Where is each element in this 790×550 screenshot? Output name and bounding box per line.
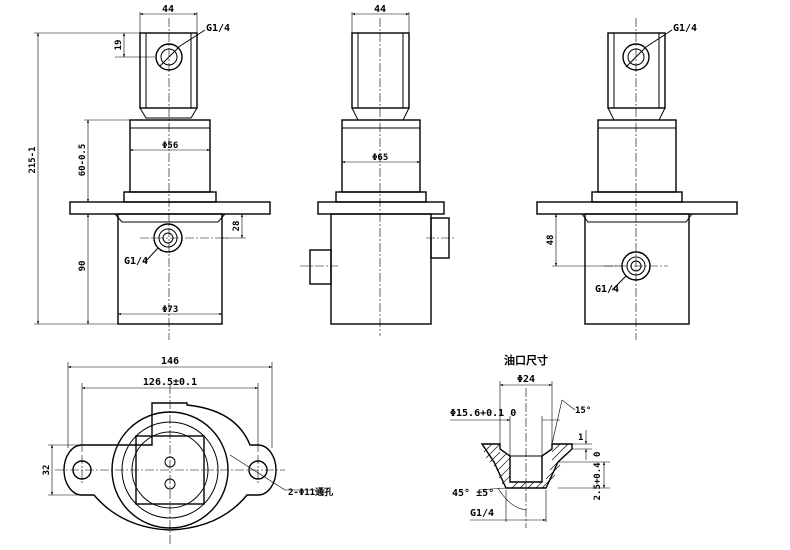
right-base <box>584 213 690 325</box>
right-clevis <box>607 32 666 109</box>
side-base <box>330 213 432 325</box>
side-dim-top-width: 44 <box>374 4 386 15</box>
top-note-holes: 2-Φ11通孔 <box>288 486 333 498</box>
right-thread-top-port: G1/4 <box>673 23 697 34</box>
top-dim-hole-pitch: 126.5±0.1 <box>143 377 197 388</box>
detail-dim-outer-dia: Φ24 <box>517 374 535 385</box>
right-thread-side-port: G1/4 <box>595 284 619 295</box>
front-thread-port: G1/4 <box>206 23 230 34</box>
right-dim-port-height: 48 <box>546 235 556 246</box>
side-view: 44 Φ65 <box>300 4 456 336</box>
front-dim-total-height: 215-1 <box>28 146 38 173</box>
front-dim-base-dia: Φ73 <box>162 305 178 315</box>
top-flange-outline <box>63 402 277 531</box>
detail-dim-inner-dia: Φ15.6+0.1 0 <box>450 408 516 419</box>
side-flange <box>317 201 445 215</box>
detail-title: 油口尺寸 <box>504 353 548 367</box>
top-view: 146 126.5±0.1 32 2-Φ11通孔 <box>42 356 333 545</box>
detail-thread: G1/4 <box>470 508 494 519</box>
front-dim-top-width: 44 <box>162 4 174 15</box>
detail-dim-angle-top: 15° <box>575 406 591 416</box>
detail-dim-angle-cone: 45° ±5° <box>452 488 494 499</box>
side-clevis <box>351 32 410 109</box>
front-dim-port-height: 28 <box>232 221 242 232</box>
side-port-left <box>309 249 332 285</box>
detail-section-outline <box>480 443 573 489</box>
detail-dim-depth: 1 <box>578 433 583 443</box>
detail-hatching <box>483 443 569 489</box>
front-dim-base-height: 90 <box>78 261 88 272</box>
front-dim-stroke: 60-0.5 <box>78 144 88 177</box>
top-dim-flange-height: 32 <box>42 465 52 476</box>
front-dim-clevis: 19 <box>114 40 124 51</box>
right-view: G1/4 48 G1/4 <box>536 18 738 340</box>
front-view: 44 19 G1/4 Φ56 60-0.5 215-1 28 G1/4 90 Φ… <box>28 4 271 340</box>
front-dim-body-dia: Φ56 <box>162 141 178 151</box>
front-clevis <box>139 32 198 109</box>
top-dim-flange-width: 146 <box>161 356 179 367</box>
front-flange <box>69 201 271 215</box>
detail-dim-chamfer: 2.5+0.4 0 <box>593 452 603 501</box>
front-body <box>129 119 211 193</box>
right-flange <box>536 201 738 215</box>
front-thread-side-port: G1/4 <box>124 256 148 267</box>
right-body <box>597 119 677 193</box>
port-detail: 油口尺寸 Φ24 Φ15.6+0.1 0 15° 1 2.5+0.4 0 45°… <box>450 353 610 528</box>
front-base <box>117 213 223 325</box>
side-dim-body-dia: Φ65 <box>372 153 388 163</box>
